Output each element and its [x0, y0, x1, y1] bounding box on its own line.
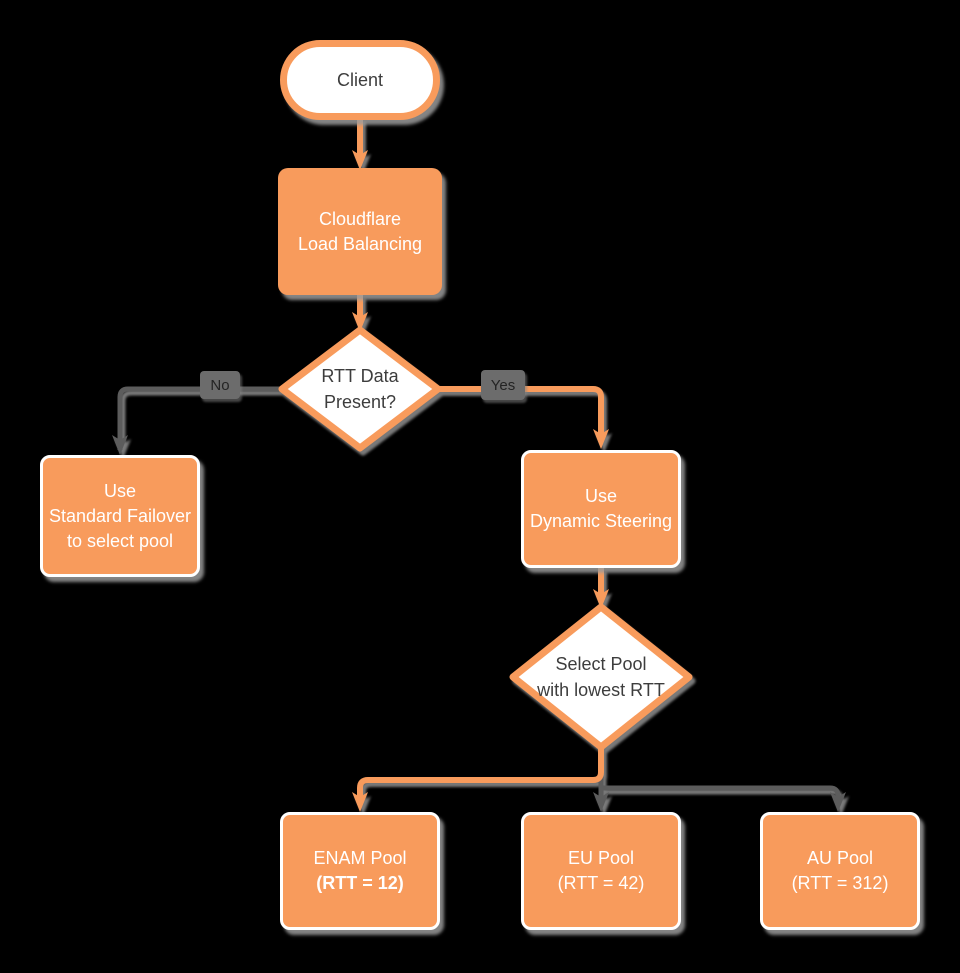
node-text-line: Load Balancing — [297, 233, 423, 254]
node-text-line: EU Pool — [567, 848, 635, 868]
edge-rtt-no-to-failover — [117, 386, 282, 450]
edge-label-text: No — [210, 376, 230, 394]
edge-arrowhead — [112, 435, 128, 455]
node-text-line: with lowest RTT — [537, 680, 665, 700]
node-text-line: Dynamic Steering — [529, 511, 673, 531]
edge-selectpool-to-enam — [357, 747, 604, 798]
node-client: Client — [280, 40, 440, 120]
node-standard-failover: Use Standard Failover to select pool — [40, 455, 200, 577]
edge-arrowhead — [593, 792, 609, 812]
node-text-line: Select Pool — [555, 654, 647, 674]
node-client-label: Client — [336, 69, 384, 90]
edge-arrowhead — [593, 589, 609, 609]
node-text-line: to select pool — [66, 530, 174, 551]
node-text-line: RTT Data — [321, 366, 399, 386]
node-text-line: Use — [584, 486, 617, 506]
edge-label-no: No — [200, 371, 240, 399]
edge-arrowhead — [830, 792, 846, 812]
edge-arrowhead — [352, 150, 368, 170]
decision-diamond-rtt — [278, 326, 442, 452]
node-enam-pool: ENAM Pool (RTT = 12) — [280, 812, 440, 930]
edge-selectpool-to-au — [601, 785, 841, 805]
edge-arrowhead — [352, 312, 368, 332]
node-cloudflare-load-balancing: Cloudflare Load Balancing — [278, 168, 442, 295]
node-text-line: Use — [103, 480, 136, 501]
node-text-line: Standard Failover — [48, 505, 192, 526]
node-text-line: (RTT = 312) — [791, 873, 889, 893]
node-au-pool: AU Pool (RTT = 312) — [760, 812, 920, 930]
edge-label-yes: Yes — [481, 370, 525, 400]
node-dynamic-steering: Use Dynamic Steering — [521, 450, 681, 568]
node-eu-pool: EU Pool (RTT = 42) — [521, 812, 681, 930]
node-text-line: Present? — [323, 392, 397, 412]
edge-shadows — [115, 122, 849, 816]
node-text-line: ENAM Pool — [313, 848, 407, 868]
edge-arrowhead — [593, 429, 609, 449]
node-rtt-decision-label: RTT Data Present? — [282, 345, 438, 433]
node-text-line: Cloudflare — [318, 208, 402, 229]
node-text-line: AU Pool — [806, 848, 874, 868]
node-select-pool-label: Select Pool with lowest RTT — [513, 633, 689, 721]
node-text-line: (RTT = 12) — [316, 873, 404, 893]
edge-label-text: Yes — [490, 376, 516, 394]
edge-arrowhead — [352, 792, 368, 812]
node-text-line: (RTT = 42) — [557, 873, 645, 893]
decision-diamond-selectpool — [509, 603, 693, 751]
edge-rtt-yes-to-dynamic — [438, 386, 604, 435]
